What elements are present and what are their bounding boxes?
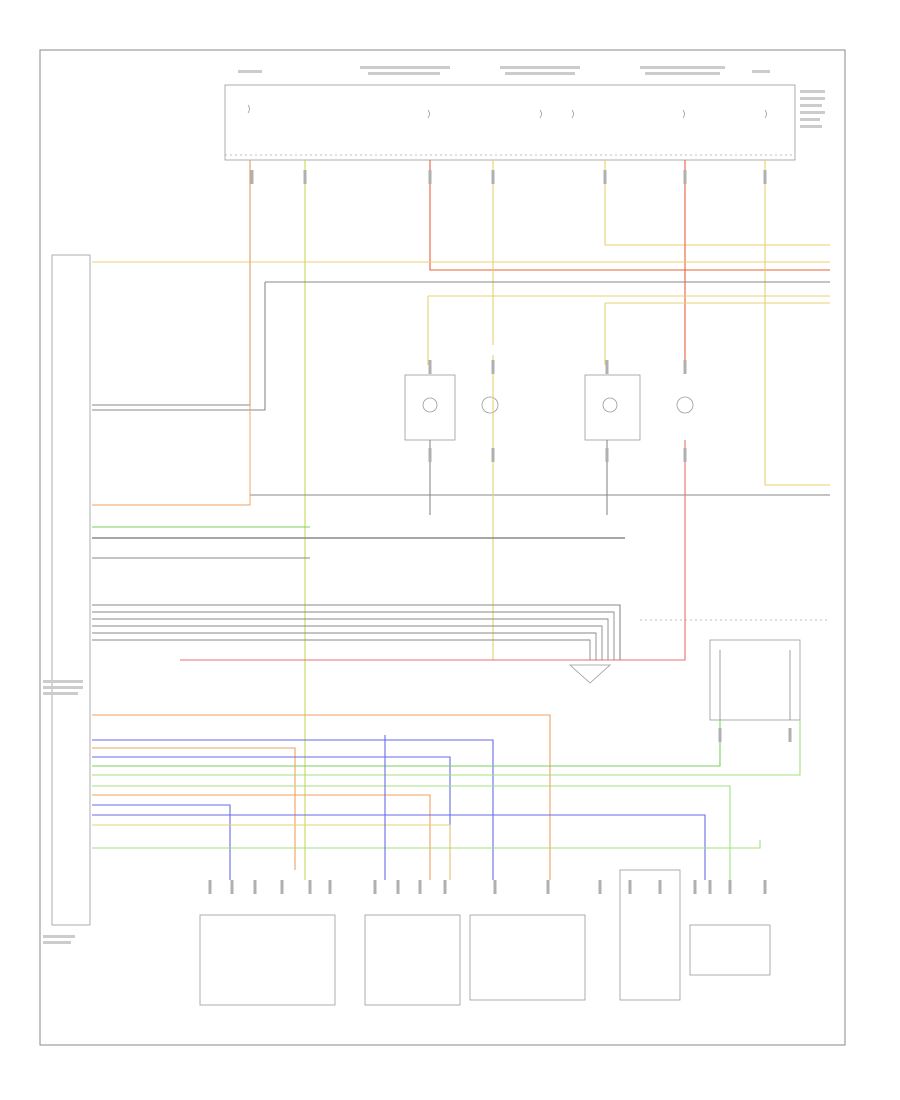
wire-low-blue-1 <box>92 739 494 880</box>
wire-low-green-4 <box>92 840 761 849</box>
wire-ground-3 <box>92 625 603 660</box>
wire-lamp4-down <box>180 440 686 661</box>
connector-tick-13 <box>628 880 632 894</box>
wire-low-orange-2 <box>92 747 296 870</box>
lamp-top-tick-0 <box>428 360 432 374</box>
connector-tick-11 <box>546 880 550 894</box>
switch-tick-1 <box>788 728 792 742</box>
headlight-switch <box>199 914 336 1006</box>
wire-low-green-3 <box>92 785 731 880</box>
wire-low-green-1 <box>92 720 721 767</box>
wire-low-blue-4 <box>92 814 706 880</box>
fuse-tick-6 <box>763 170 767 184</box>
wire-ground-4 <box>92 632 597 660</box>
wire-ground-1 <box>92 611 615 660</box>
connector-tick-17 <box>728 880 732 894</box>
right-parking-lamp <box>676 396 694 414</box>
brake-switch <box>619 869 681 1001</box>
connector-tick-4 <box>308 880 312 894</box>
connector-tick-8 <box>418 880 422 894</box>
lamp-top-tick-1 <box>491 360 495 374</box>
light-switch-box <box>709 639 801 721</box>
wire-ground-2 <box>92 618 609 660</box>
connector-tick-15 <box>693 880 697 894</box>
lamp-bot-tick-3 <box>683 448 687 462</box>
control-module <box>51 254 91 926</box>
hazard-switch <box>469 914 586 1001</box>
wire-bus-2-drop <box>92 282 266 411</box>
wire-orange-return <box>92 160 251 506</box>
lamp-bot-tick-0 <box>428 448 432 462</box>
right-headlamp <box>584 374 641 441</box>
connector-tick-12 <box>598 880 602 894</box>
connector-tick-3 <box>280 880 284 894</box>
diagram-frame <box>39 49 846 1046</box>
wire-fuse7-yellow <box>764 160 830 486</box>
wire-low-blue-3 <box>92 804 231 880</box>
connector-tick-2 <box>253 880 257 894</box>
fuse-symbols <box>247 104 767 119</box>
left-headlamp <box>404 374 456 441</box>
connector-tick-1 <box>230 880 234 894</box>
fuse-tick-1 <box>303 170 307 184</box>
wire-fuse1-down <box>92 160 251 406</box>
fuse-tick-5 <box>683 170 687 184</box>
connector-ticks <box>208 170 792 894</box>
wire-low-orange-1 <box>92 714 551 880</box>
wire-low-green-2 <box>92 720 801 776</box>
connector-tick-10 <box>493 880 497 894</box>
connector-tick-6 <box>373 880 377 894</box>
connector-tick-0 <box>208 880 212 894</box>
wire-lamp2-down <box>180 355 494 661</box>
connector-tick-16 <box>708 880 712 894</box>
wire-low-yellow-1 <box>92 824 451 880</box>
connector-tick-9 <box>443 880 447 894</box>
fuse-box <box>224 84 796 161</box>
left-parking-lamp <box>481 396 499 414</box>
lamp-top-tick-2 <box>605 360 609 374</box>
wire-ground-5 <box>92 639 591 660</box>
lamp-top-tick-3 <box>683 360 687 374</box>
wire-low-orange-3 <box>92 794 431 880</box>
wire-fuse5-yellow <box>604 160 830 246</box>
fuse-tick-2 <box>428 170 432 184</box>
wire-group <box>92 160 830 880</box>
connector-tick-7 <box>396 880 400 894</box>
connector-tick-5 <box>328 880 332 894</box>
fuse-tick-3 <box>491 170 495 184</box>
wire-fuse3-red <box>429 160 830 271</box>
wire-ground-0 <box>92 604 621 660</box>
wire-ground-main <box>92 604 621 660</box>
ground-connector <box>568 664 612 684</box>
fuse-tick-0 <box>250 170 254 184</box>
fuse-tick-4 <box>603 170 607 184</box>
connector-tick-14 <box>658 880 662 894</box>
control-module-labels <box>43 680 83 944</box>
connector-tick-18 <box>763 880 767 894</box>
lamp-bot-tick-2 <box>605 448 609 462</box>
lamp-bot-tick-1 <box>491 448 495 462</box>
fog-relay <box>689 924 771 976</box>
dimmer-switch <box>364 914 461 1006</box>
switch-tick-0 <box>718 728 722 742</box>
fuse-box-labels <box>238 66 825 128</box>
